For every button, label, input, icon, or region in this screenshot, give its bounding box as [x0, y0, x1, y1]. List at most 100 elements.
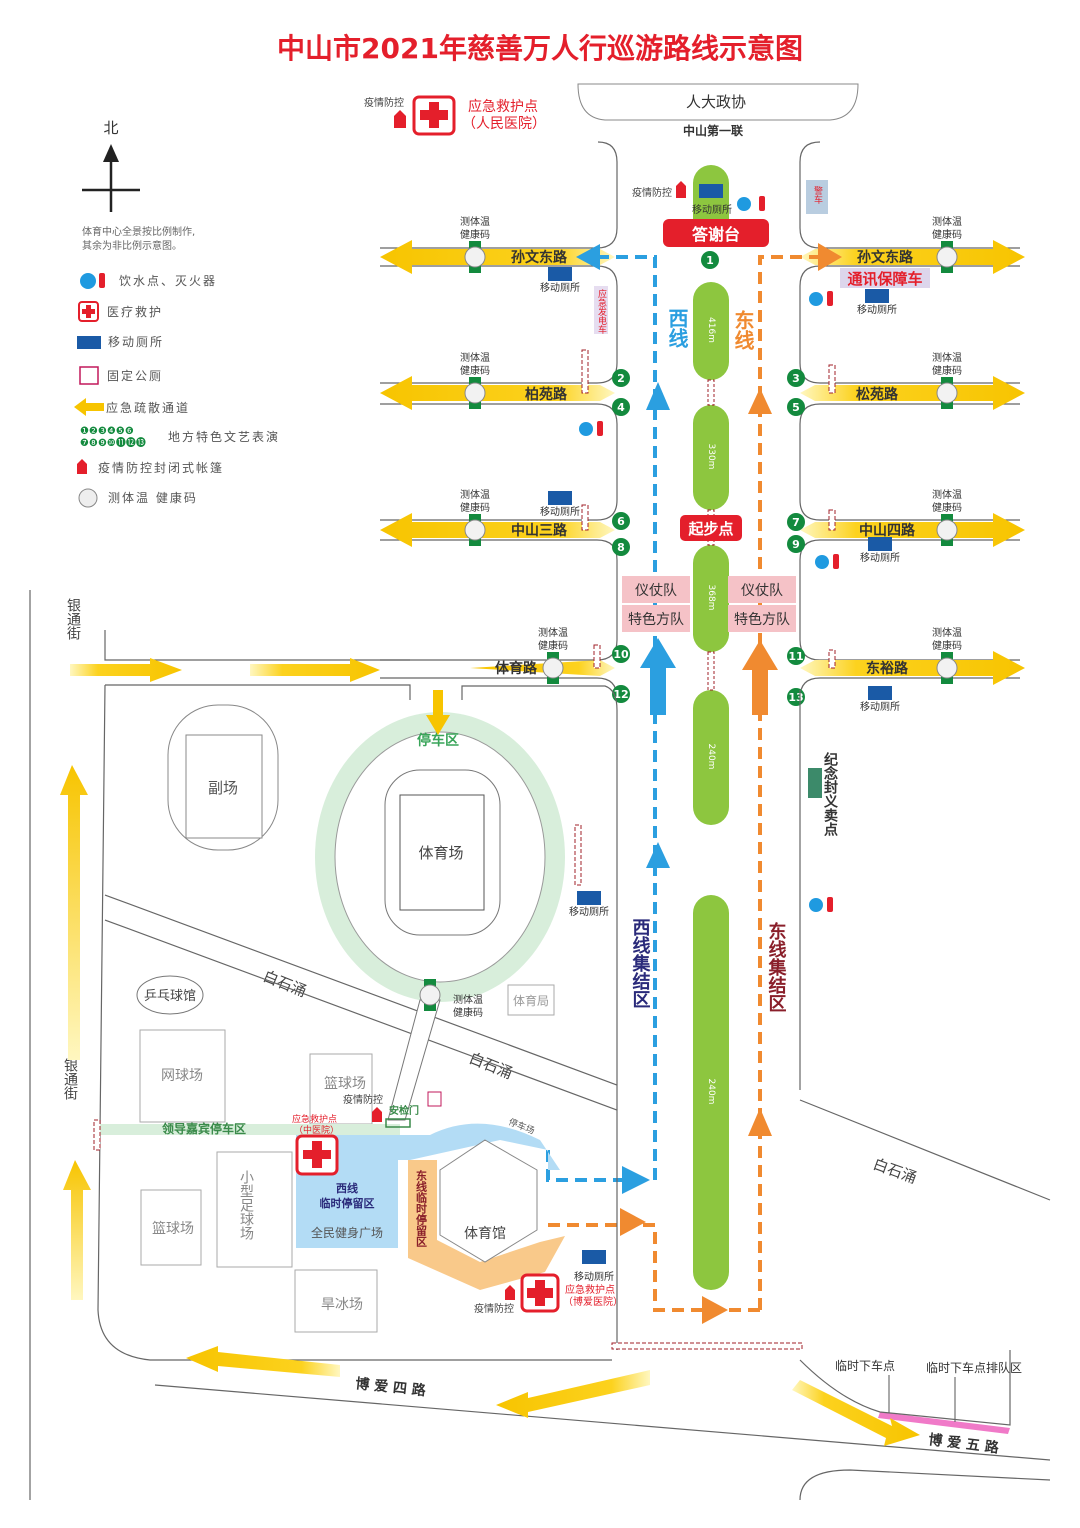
epidemic-label: 疫情防控: [474, 1302, 514, 1315]
evacuation-arrow-icon: [250, 658, 380, 682]
special-team-west: [622, 605, 690, 632]
checkpoints: 测体温健康码测体温健康码测体温健康码测体温健康码测体温健康码测体温健康码测体温健…: [419, 215, 962, 1019]
fixed-toilet-icon: [427, 1091, 442, 1107]
segment-length-label: 368m: [706, 585, 716, 611]
basketball-label: 篮球场: [324, 1076, 366, 1092]
generator-car: [594, 286, 608, 334]
legend-medical: 医疗救护: [107, 304, 163, 319]
east-arrow-icon: [702, 1296, 728, 1324]
mobile-toilet-icon: [77, 336, 101, 349]
performance-point-number: 12: [613, 688, 628, 701]
evacuation-arrow-icon: [380, 376, 615, 410]
north-label: 北: [103, 119, 118, 137]
checkpoint-label: 测体温: [453, 993, 483, 1006]
west-route-line: [546, 1150, 630, 1182]
tent-icon: [77, 459, 87, 474]
performance-point-badge: [787, 647, 805, 665]
dropoff-label: 临时下车点: [835, 1358, 895, 1373]
road-edges: [29, 141, 1020, 1500]
evacuation-arrow-icon: [380, 240, 615, 274]
security-gate-label: 安检门: [389, 1104, 419, 1117]
checkpoint-icon: [464, 246, 486, 268]
checkpoint-label: 健康码: [538, 639, 568, 652]
performance-point-number: 11: [788, 650, 803, 663]
barrier: [581, 349, 589, 394]
barrier: [611, 1342, 803, 1350]
road-edge: [380, 403, 618, 521]
performance-point-number: 4: [617, 401, 625, 414]
aid-point-label: 应急救护点: [468, 98, 538, 115]
road-edge: [380, 265, 618, 384]
evacuation-arrow-icon: [800, 240, 1025, 274]
security-gate: [385, 1118, 411, 1128]
stadium-label: 体育场: [418, 844, 463, 862]
fixed-toilet-icon: [79, 366, 99, 385]
small-football-label: 小型足球场: [238, 1170, 254, 1241]
barrier: [707, 651, 715, 691]
thanks-stage-label: 答谢台: [692, 225, 740, 244]
basketball-court: [140, 1189, 202, 1266]
dropoff-queue-area: [878, 1412, 1010, 1434]
barrier: [828, 509, 836, 531]
performance-point-number: 5: [792, 401, 800, 414]
checkpoint-label: 测体温: [460, 351, 490, 364]
legend-note: 其余为非比例示意图。: [82, 239, 182, 252]
west-hold-area: [296, 1123, 560, 1248]
evacuation-arrow-icon: [63, 1160, 91, 1300]
medical-cross-shape: [82, 305, 95, 318]
road-edge: [799, 677, 1020, 700]
central-median: [693, 895, 729, 1290]
aid-point-label: 应急救护点: [292, 1113, 337, 1125]
road-edge: [799, 539, 1020, 661]
east-arrow-icon: [818, 243, 842, 271]
north-arrow-icon: [103, 144, 119, 162]
checkpoint-label: 测体温: [932, 488, 962, 501]
road-edge: [799, 265, 1020, 384]
road-yintong: 银通街: [65, 598, 81, 640]
legend-evacuation: 应急疏散通道: [106, 400, 190, 415]
checkpoint-label: 测体温: [460, 488, 490, 501]
checkpoint-label: 健康码: [453, 1006, 483, 1019]
tent-icon: [394, 110, 406, 128]
west-arrow-icon: [622, 1166, 650, 1194]
checkpoint-label: 健康码: [932, 228, 962, 241]
special-team-label: 特色方队: [628, 611, 684, 628]
special-team-east: [728, 605, 796, 632]
performance-point-number: 7: [792, 516, 800, 529]
west-assembly-label: 西线集结区: [630, 918, 652, 1008]
performance-point-number: 1: [706, 254, 714, 267]
performance-point-badge: [612, 685, 630, 703]
performance-point-badge: [787, 535, 805, 553]
east-arrow-icon: [748, 388, 772, 414]
performance-point-number: 6: [617, 515, 625, 528]
west-arrow-icon: [640, 638, 676, 715]
basketball-label: 篮球场: [152, 1221, 194, 1237]
road-edge: [380, 141, 618, 249]
east-hold-area: [408, 1160, 565, 1290]
road-songyuan: 松苑路: [856, 386, 899, 403]
checkpoint-icon: [936, 246, 958, 268]
fire-extinguisher-icon: [827, 897, 833, 912]
vip-parking-area: [100, 1124, 400, 1135]
mobile-toilet-icon: [548, 491, 572, 505]
west-hold-label: 临时停留区: [320, 1196, 375, 1210]
evacuation-arrow-icon: [792, 1380, 920, 1446]
map-title: 中山市2021年慈善万人行巡游路线示意图: [277, 32, 803, 65]
segment-length-label: 240m: [706, 744, 716, 770]
toilet-label: 移动厕所: [860, 551, 900, 564]
mobile-toilet-icon: [868, 537, 892, 551]
vip-parking-label: 领导嘉宾停车区: [162, 1121, 246, 1136]
performance-point-badge: [612, 512, 630, 530]
renda-label: 人大政协: [686, 93, 746, 111]
aid-hospital-label: （博爱医院）: [563, 1295, 623, 1308]
fitness-plaza-label: 全民健身广场: [311, 1225, 383, 1240]
medical-cross-shape: [420, 102, 448, 128]
tennis-court: [139, 1029, 226, 1123]
special-team-label: 特色方队: [734, 611, 790, 628]
honor-guard-west: [622, 576, 690, 603]
fire-extinguisher-icon: [833, 554, 839, 569]
central-median: [693, 405, 729, 510]
aid-point-label: 应急救护点: [565, 1283, 615, 1296]
fuchang-inner: [185, 734, 263, 839]
